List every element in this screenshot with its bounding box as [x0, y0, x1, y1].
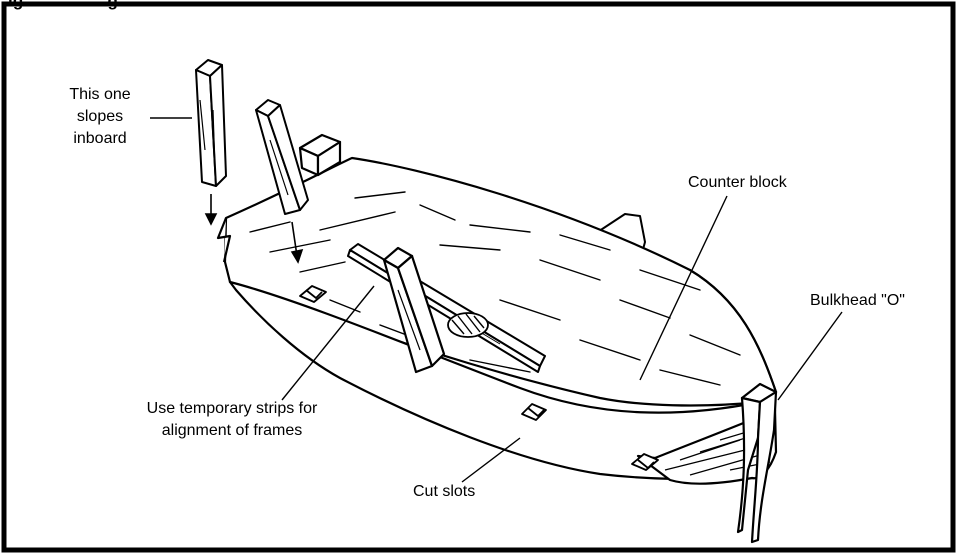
label-slopes-line3: inboard	[73, 130, 127, 147]
corner-post	[298, 133, 342, 177]
label-temporary-strips: Use temporary strips for alignment of fr…	[125, 398, 339, 442]
label-bulkhead: Bulkhead "O"	[810, 292, 905, 309]
label-temp-line1: Use temporary strips for	[146, 400, 318, 417]
wood-grain	[249, 191, 741, 386]
frame-installed	[382, 246, 446, 374]
cut-slots	[299, 285, 659, 471]
label-slopes-line2: slopes	[76, 108, 124, 125]
leader-lines	[150, 117, 843, 483]
leader-temporary	[281, 285, 375, 401]
label-cut-slots: Cut slots	[413, 483, 476, 500]
frame-sloped	[255, 99, 309, 215]
insertion-arrows	[204, 194, 304, 264]
leader-cut-slots	[461, 437, 521, 483]
frame-vertical	[195, 59, 227, 187]
hull-edge	[689, 269, 777, 393]
leader-counter	[639, 195, 728, 381]
leader-bulkhead	[777, 311, 843, 401]
shaded-slot	[447, 312, 489, 338]
label-counter-block: Counter block	[688, 174, 787, 191]
bulkhead-o-post	[736, 382, 778, 544]
label-slopes-inboard: This one slopes inboard	[52, 84, 148, 150]
label-temp-line2: alignment of frames	[161, 422, 303, 439]
label-slopes-line1: This one	[69, 86, 131, 103]
